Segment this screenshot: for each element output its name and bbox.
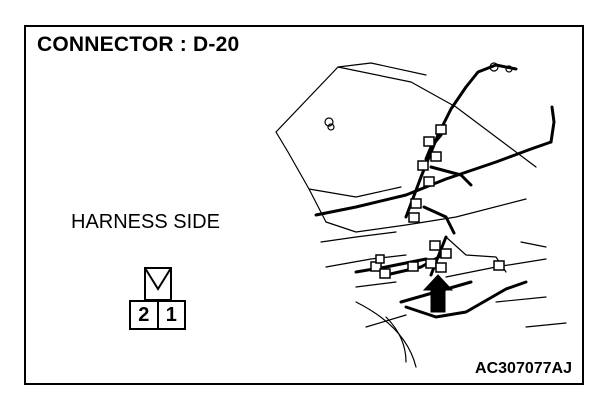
connector-pin-2: 2 <box>138 303 150 326</box>
connector-pin-block: 2 1 <box>129 300 186 330</box>
location-arrow-icon <box>422 274 454 313</box>
diagram-frame: CONNECTOR : D-20 HARNESS SIDE 2 1 <box>24 25 584 385</box>
figure-code: AC307077AJ <box>475 360 572 377</box>
connector-pin-1: 1 <box>156 302 185 328</box>
connector-title: CONNECTOR : D-20 <box>37 33 240 56</box>
vehicle-harness-illustration <box>275 62 567 368</box>
harness-side-label: HARNESS SIDE <box>71 211 220 233</box>
